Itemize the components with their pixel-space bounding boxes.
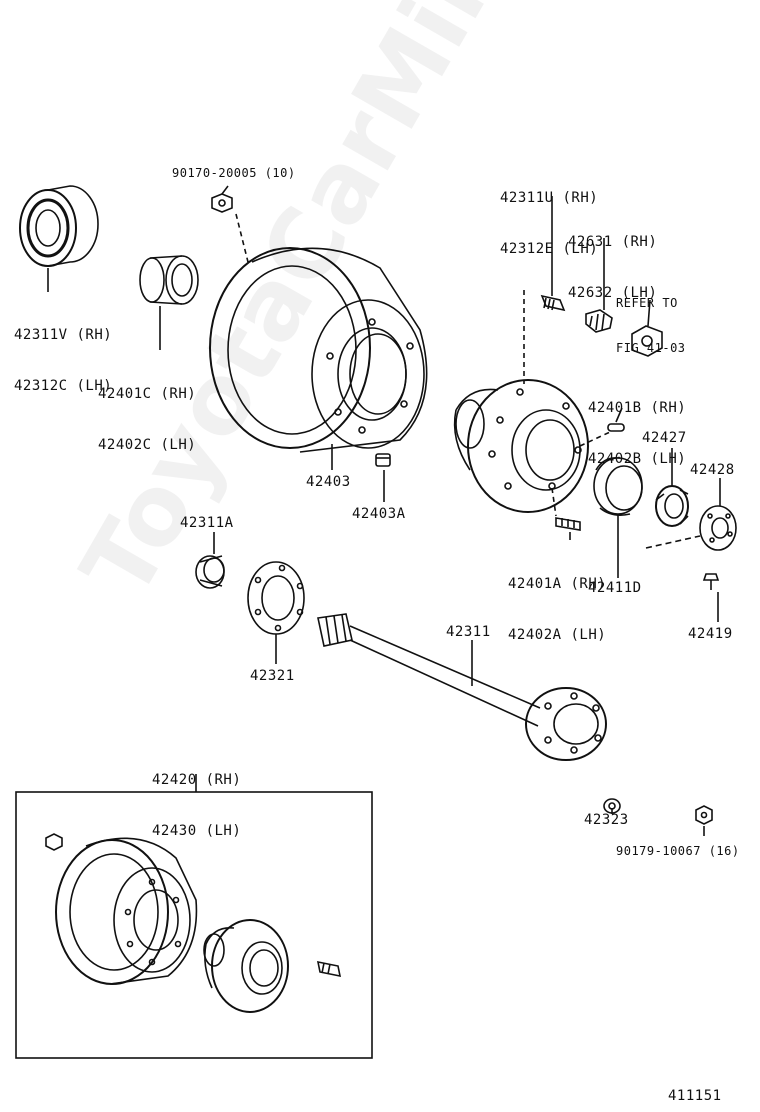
label-drum-plug: 42403A: [352, 506, 406, 522]
hub-pin-part: [607, 423, 625, 432]
label-refer-figure: REFER TO FIG 41-03: [616, 296, 686, 355]
label-hub-bolt: 42311U (RH) 42312E (LH): [500, 190, 599, 257]
label-hub-nut: 90179-10067 (16): [616, 844, 740, 858]
assembly-drum-hub-part: [45, 833, 342, 1013]
label-assembly: 42420 (RH) 42430 (LH): [152, 772, 242, 839]
hub-nut-part: [695, 805, 713, 825]
hub-stud-part: [585, 309, 613, 333]
label-lock-plate: 42428: [690, 462, 735, 478]
drum-plug-part: [375, 453, 391, 467]
label-inner-bearing: 42411D: [588, 580, 642, 596]
outer-oil-seal-part: [19, 185, 99, 267]
label-axle-gasket: 42321: [250, 668, 295, 684]
assembly-box: [15, 791, 373, 1059]
label-inner-oil-seal: 42311A: [180, 515, 234, 531]
lower-hub-pin-part: [555, 517, 581, 531]
label-axle-hub: 42401B (RH) 42402B (LH): [588, 400, 687, 467]
label-set-screw: 42419: [688, 626, 733, 642]
label-outer-oil-seal: 42311V (RH) 42312C (LH): [14, 327, 113, 394]
label-outer-bearing: 42401C (RH) 42402C (LH): [98, 386, 197, 453]
lock-nut-part: [631, 325, 663, 357]
figure-number: 411151: [668, 1088, 722, 1104]
set-screw-part: [702, 573, 720, 590]
axle-hub-part: [453, 379, 589, 513]
label-hub-stud: 42631 (RH) 42632 (LH): [568, 234, 658, 301]
axle-shaft-part: [317, 613, 607, 761]
label-axle-shaft: 42311: [446, 624, 491, 640]
label-claw-washer: 42427: [642, 430, 687, 446]
axle-gasket-part: [247, 561, 305, 635]
outer-bearing-part: [139, 255, 199, 305]
label-lower-hub-pin: 42401A (RH) 42402A (LH): [508, 576, 607, 643]
label-cone-washer: 42323: [584, 812, 629, 828]
brake-drum-part: [209, 247, 428, 453]
inner-oil-seal-part: [195, 555, 225, 589]
label-drum-nut: 90170-20005 (10): [172, 166, 296, 180]
claw-washer-part: [655, 485, 689, 527]
drum-nut-part: [211, 193, 233, 213]
label-brake-drum: 42403: [306, 474, 351, 490]
lock-plate-part: [699, 505, 737, 551]
hub-bolt-part: [540, 294, 566, 312]
